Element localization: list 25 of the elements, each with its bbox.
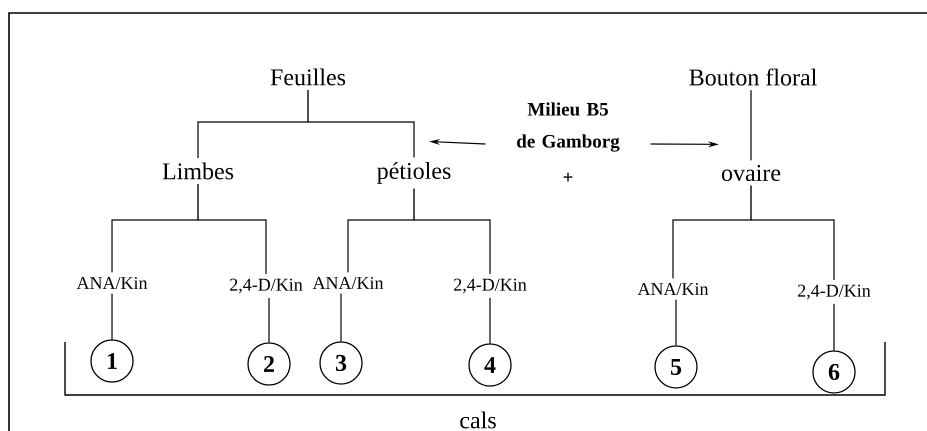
branch-line [750, 186, 835, 280]
connector-line [833, 304, 835, 350]
node-label: ovaire [722, 164, 780, 182]
branch-line [307, 90, 415, 158]
hormone-label: ANA/Kin [638, 282, 708, 296]
connector-line [489, 298, 491, 344]
branch-line [413, 188, 491, 274]
hormone-label: ANA/Kin [312, 276, 384, 290]
node-label: Limbes [162, 162, 234, 180]
connector-line [340, 294, 342, 342]
hormone-label: ANA/Kin [76, 276, 148, 290]
bracket-label: cals [460, 412, 496, 428]
connector-line [750, 90, 752, 160]
connector-line [111, 294, 113, 340]
connector-line [268, 298, 270, 342]
medium-label: Milieu B5 de Gamborg [517, 102, 620, 152]
hormone-label: 2,4-D/Kin [454, 278, 526, 294]
plus-sign: + [564, 172, 572, 182]
node-label: pétioles [377, 162, 450, 184]
node-label: Bouton floral [689, 68, 817, 86]
connector-line [675, 300, 677, 346]
hormone-label: 2,4-D/Kin [798, 284, 870, 300]
node-label: Feuilles [270, 68, 346, 86]
hormone-label: 2,4-D/Kin [230, 278, 302, 294]
branch-line [197, 184, 267, 274]
